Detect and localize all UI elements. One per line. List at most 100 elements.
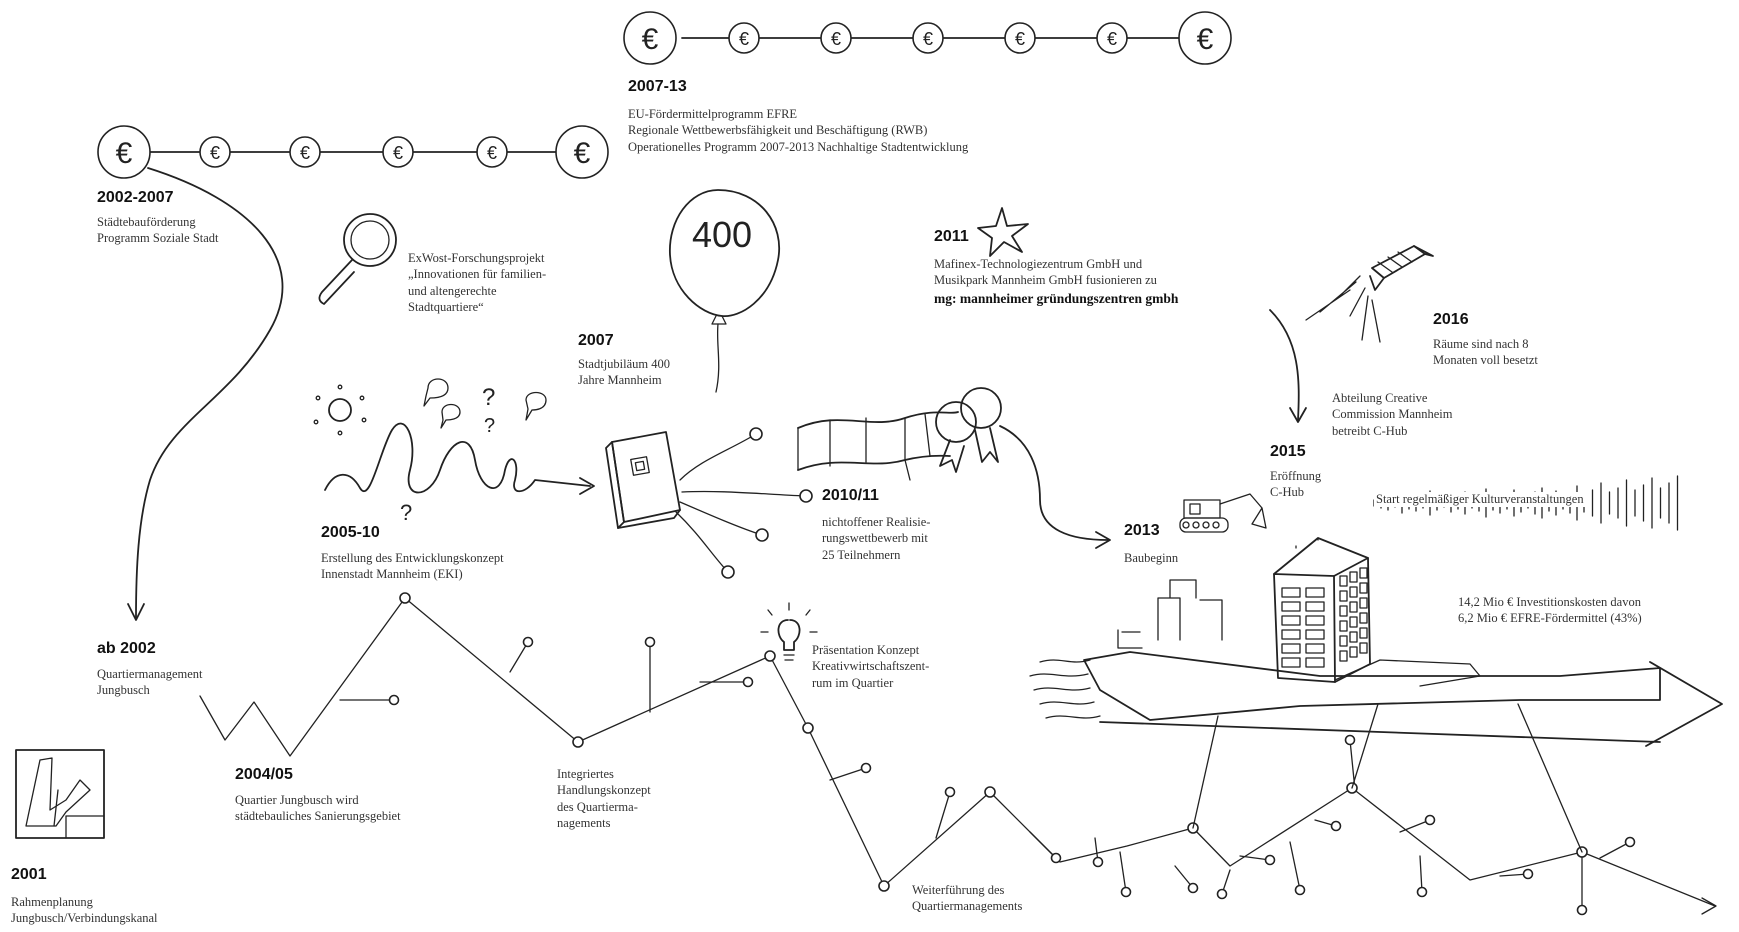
year-2011: 2011: [934, 228, 969, 245]
euro-coin-icon: €: [289, 136, 321, 168]
quartier-network: [199, 592, 1717, 916]
window: [1281, 601, 1301, 612]
euro-coin-icon: €: [912, 22, 944, 54]
network-node: [522, 636, 534, 648]
euro-coin-icon: €: [199, 136, 231, 168]
speech-bubble-icon: [525, 391, 547, 421]
svg-text:€: €: [923, 29, 933, 49]
document-branches: [675, 427, 813, 579]
competition-map-sketch: [797, 411, 959, 481]
window: [1339, 605, 1348, 617]
ship-platform: [1083, 651, 1723, 747]
year-2015: 2015: [1270, 443, 1306, 460]
window: [1281, 629, 1301, 640]
text-2007-13: EU-Fördermittelprogramm EFRE Regionale W…: [628, 107, 969, 154]
window: [1339, 635, 1348, 647]
euro-chain-2007-13: € € € € € € €: [623, 11, 1232, 65]
euro-coin-icon: €: [476, 136, 508, 168]
text-2002-2007: Städtebauförderung Programm Soziale Stad…: [97, 215, 219, 246]
text-2004-05: Quartier Jungbusch wird städtebauliches …: [235, 793, 401, 824]
magnifier-icon: [318, 213, 397, 305]
site-plan-icon: [15, 749, 105, 839]
euro-coin-icon: €: [623, 11, 677, 65]
excavator-icon: [1179, 493, 1267, 533]
text-2016: Räume sind nach 8 Monaten voll besetzt: [1433, 337, 1538, 368]
text-2015: Eröffnung C-Hub: [1270, 469, 1322, 500]
network-node: [388, 694, 400, 706]
network-branch: [829, 767, 867, 781]
year-ab-2002: ab 2002: [97, 640, 156, 657]
network-node: [878, 880, 890, 892]
question-mark-icon: ?: [400, 500, 412, 525]
svg-text:€: €: [574, 137, 591, 170]
year-2007: 2007: [578, 332, 614, 349]
curved-arrow: [999, 425, 1111, 549]
water-waves: [1029, 659, 1101, 719]
window: [1359, 597, 1368, 609]
question-mark-icon: ?: [482, 384, 495, 411]
network-node: [1216, 888, 1228, 900]
speech-bubble-icon: [440, 403, 461, 429]
svg-text:€: €: [642, 23, 659, 56]
window: [1359, 642, 1368, 654]
lightbulb-icon: [760, 602, 818, 661]
window: [1281, 587, 1301, 598]
text-exwost: ExWost-Forschungsprojekt „Innovationen f…: [408, 251, 547, 314]
speech-bubble-icon: [423, 378, 449, 407]
question-mark-icon: ?: [484, 415, 495, 437]
window: [1305, 629, 1325, 640]
network-node: [944, 786, 956, 798]
euro-coin-icon: €: [1004, 22, 1036, 54]
curved-arrow: [1269, 309, 1307, 423]
window: [1339, 590, 1348, 602]
window: [1349, 571, 1358, 583]
year-2007-13: 2007-13: [628, 78, 687, 95]
network-node: [802, 722, 814, 734]
network-node: [1576, 904, 1588, 916]
text-2011-bold: mg: mannheimer gründungszentren gmbh: [934, 290, 1178, 308]
network-branch: [1029, 831, 1057, 859]
svg-text:400: 400: [692, 214, 752, 255]
svg-text:€: €: [831, 29, 841, 49]
window: [1339, 650, 1348, 662]
network-line: [1192, 715, 1219, 829]
network-branch: [1119, 851, 1127, 893]
year-2004-05: 2004/05: [235, 766, 293, 783]
svg-text:€: €: [487, 143, 497, 163]
year-2002-2007: 2002-2007: [97, 189, 174, 206]
text-investment: 14,2 Mio € Investitionskosten davon 6,2 …: [1458, 595, 1642, 626]
window: [1305, 643, 1325, 654]
network-node: [1344, 734, 1356, 746]
network-node: [399, 592, 411, 604]
year-2001: 2001: [11, 866, 47, 883]
document-icon: [605, 431, 681, 529]
euro-coin-icon: €: [382, 136, 414, 168]
window: [1305, 601, 1325, 612]
window: [1349, 646, 1358, 658]
network-node: [1092, 856, 1104, 868]
network-node: [1330, 820, 1342, 832]
curved-arrow: [127, 167, 284, 621]
network-node: [764, 650, 776, 662]
window: [1349, 601, 1358, 613]
euro-chain-2002-2007: € € € € € €: [97, 125, 609, 179]
arrowhead: [1701, 897, 1717, 915]
network-node: [742, 676, 754, 688]
network-line: [1517, 703, 1583, 853]
svg-text:€: €: [1015, 29, 1025, 49]
svg-text:€: €: [1197, 23, 1214, 56]
svg-text:€: €: [210, 143, 220, 163]
euro-coin-icon: €: [97, 125, 151, 179]
window: [1305, 657, 1325, 668]
text-2005-10: Erstellung des Entwicklungskonzept Innen…: [321, 551, 504, 582]
network-node: [1522, 868, 1534, 880]
window: [1281, 615, 1301, 626]
text-2001: Rahmenplanung Jungbusch/Verbindungskanal: [11, 895, 158, 926]
window: [1305, 615, 1325, 626]
window: [1281, 657, 1301, 668]
text-2007: Stadtjubiläum 400 Jahre Mannheim: [578, 357, 671, 388]
window: [1359, 612, 1368, 624]
network-node: [1294, 884, 1306, 896]
network-node: [984, 786, 996, 798]
